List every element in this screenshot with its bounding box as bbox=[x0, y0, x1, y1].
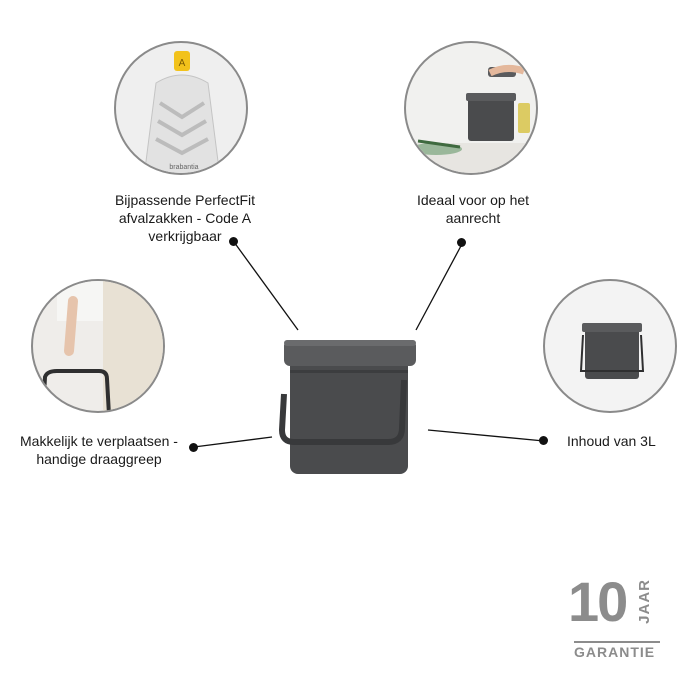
compost-bin-product-image bbox=[278, 340, 416, 474]
warranty-years-number: 10 bbox=[568, 570, 628, 633]
bags-marker-dot bbox=[229, 237, 238, 246]
carrying-handle-illustration bbox=[41, 281, 163, 411]
counter-label-line1: Ideaal voor op het bbox=[416, 192, 530, 208]
bags-feature-label: Bijpassende PerfectFit afvalzakken - Cod… bbox=[110, 191, 260, 245]
kitchen-counter-illustration bbox=[406, 64, 536, 173]
handle-label-line2: handige draaggreep bbox=[36, 451, 162, 467]
counter-label-line2: aanrecht bbox=[445, 210, 501, 226]
tag-letter: A bbox=[179, 58, 186, 69]
capacity-image-circle bbox=[543, 279, 677, 413]
warranty-unit-text: JAAR bbox=[636, 579, 653, 624]
bags-label-line3: verkrijgbaar bbox=[148, 228, 222, 244]
bag-image-circle: A brabantia bbox=[114, 41, 248, 175]
bags-label-line1: Bijpassende PerfectFit bbox=[114, 192, 256, 208]
warranty-divider bbox=[574, 641, 660, 643]
bags-label-line2: afvalzakken - Code A bbox=[118, 210, 252, 226]
bag-brand-text: brabantia bbox=[169, 164, 198, 171]
capacity-marker-dot bbox=[539, 436, 548, 445]
warranty-badge: 10 JAAR GARANTIE bbox=[568, 570, 663, 665]
small-bin-illustration bbox=[579, 323, 645, 379]
handle-feature-label: Makkelijk te verplaatsen - handige draag… bbox=[14, 432, 184, 468]
counter-image-circle bbox=[404, 41, 538, 175]
capacity-feature-label: Inhoud van 3L bbox=[567, 432, 656, 450]
counter-feature-label: Ideaal voor op het aanrecht bbox=[398, 191, 548, 227]
handle-image-circle bbox=[31, 279, 165, 413]
handle-label-line1: Makkelijk te verplaatsen - bbox=[20, 433, 178, 449]
capacity-label-line1: Inhoud van 3L bbox=[567, 433, 656, 449]
warranty-label-text: GARANTIE bbox=[574, 644, 656, 660]
counter-marker-dot bbox=[457, 238, 466, 247]
waste-bag-illustration: A brabantia bbox=[144, 51, 220, 173]
handle-marker-dot bbox=[189, 443, 198, 452]
